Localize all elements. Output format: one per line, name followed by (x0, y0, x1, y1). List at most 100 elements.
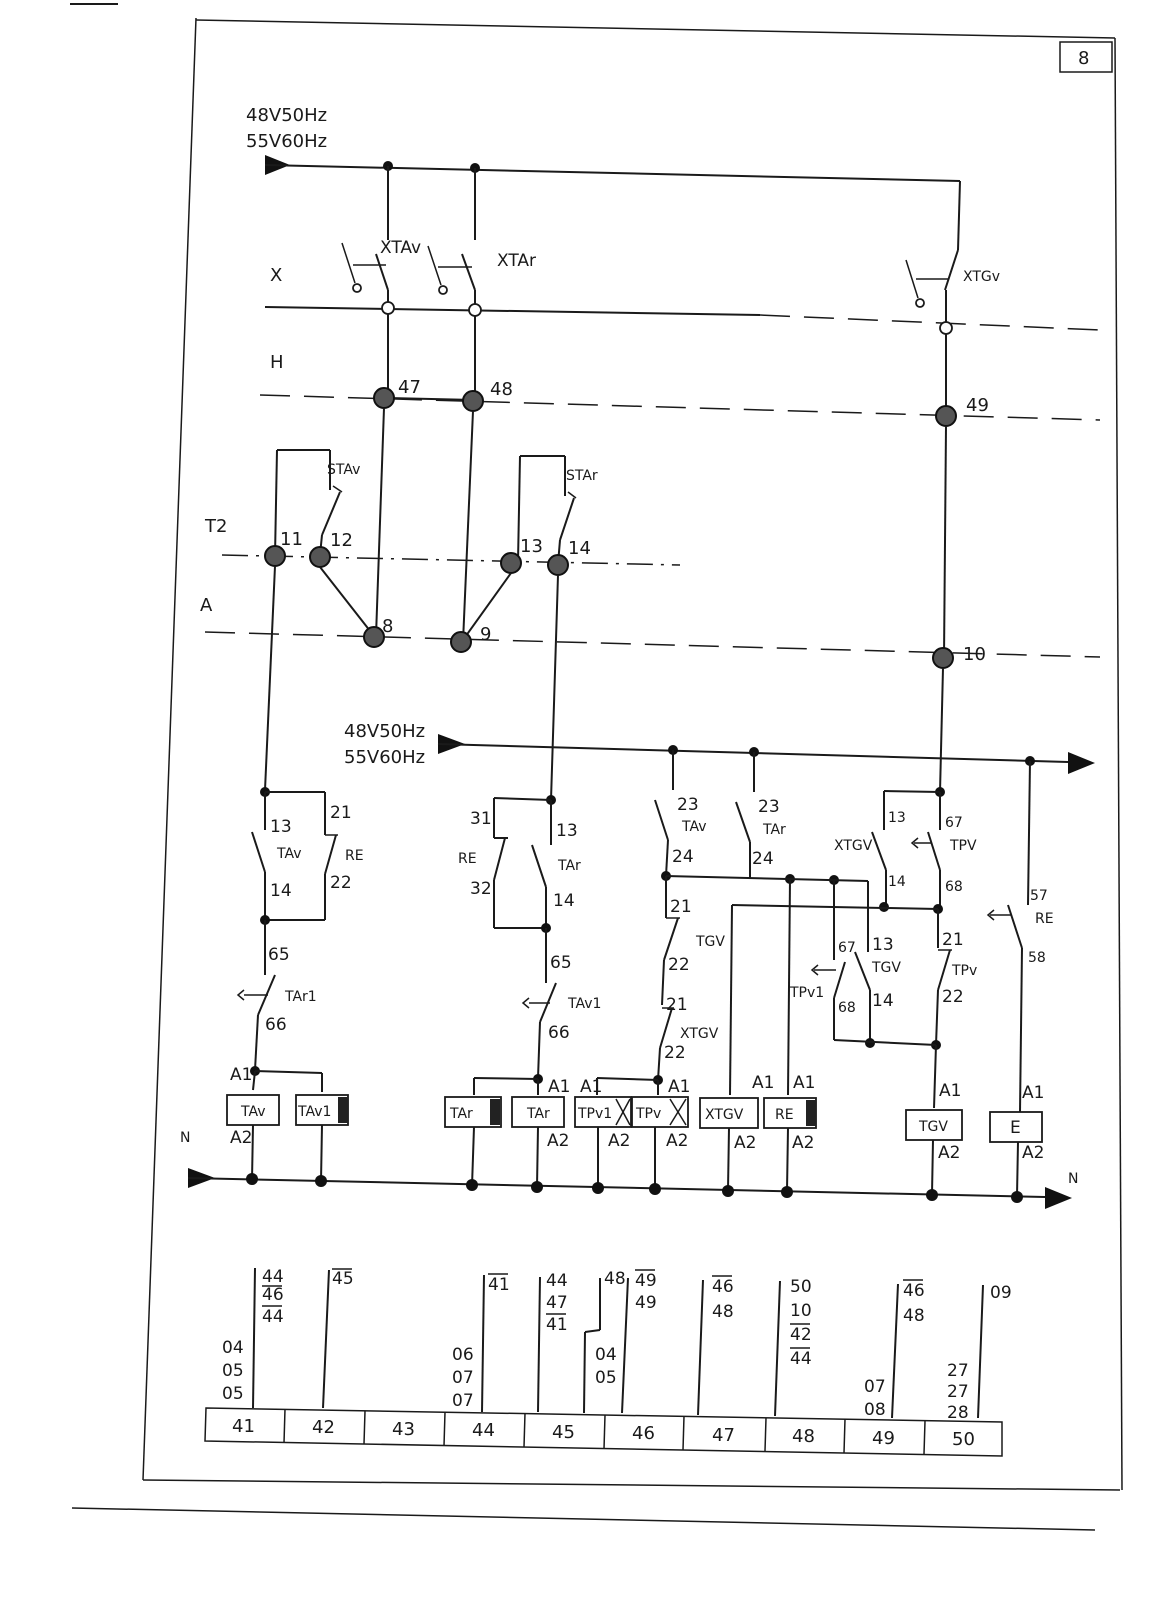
re-label-3: RE (1035, 911, 1054, 927)
column-47: 47 (712, 1425, 735, 1446)
ref-41-left-1: 05 (222, 1361, 244, 1381)
coil-re-a2: A2 (792, 1133, 814, 1153)
ref-41-right-2: 44 (262, 1307, 284, 1327)
switch-star: STAr (517, 455, 598, 565)
tav-23: 23 (677, 795, 699, 815)
ref-41-right-0: 44 (262, 1267, 284, 1287)
column-41: 41 (232, 1416, 255, 1437)
tpv-21: 21 (942, 930, 964, 950)
tpv-label-2: TPv (951, 963, 977, 979)
coil-tar-a1: A1 (548, 1077, 570, 1097)
column-44: 44 (472, 1420, 495, 1441)
ref-44-left-1: 07 (452, 1368, 474, 1388)
neutral-arrow-right-icon (1045, 1187, 1072, 1209)
tav1-66: 66 (548, 1023, 570, 1043)
ref-42-right-0: 45 (332, 1269, 354, 1289)
tav1-label: TAv1 (567, 996, 601, 1012)
tar-14: 14 (553, 891, 575, 911)
rail-h-label: H (270, 352, 284, 373)
reference-labels: 04 05 05 44 46 44 45 06 07 07 41 44 47 4… (222, 1267, 1012, 1423)
terminal-49: 49 (966, 395, 989, 416)
ref-49-right-1: 48 (903, 1306, 925, 1326)
tav-14: 14 (270, 881, 292, 901)
coil-re: RE A1 A2 (763, 1073, 817, 1192)
coil-tar-delayed: TAr (444, 1096, 502, 1187)
ref-46-top: 48 (604, 1269, 626, 1289)
coil-tar-name: TAr (526, 1106, 550, 1122)
terminal-13: 13 (520, 536, 543, 557)
top-supply: 48V50Hz 55V60Hz (246, 105, 961, 251)
xtgv-14: 14 (888, 874, 906, 890)
coil-tpv1: TPv1 A1 A2 (574, 1077, 632, 1188)
coil-tav1: TAv1 (295, 1094, 349, 1182)
mid-supply-label-2: 55V60Hz (344, 747, 425, 768)
ref-46-right-0: 49 (635, 1271, 657, 1291)
coil-e-a1: A1 (1022, 1083, 1044, 1103)
coil-re-a1: A1 (793, 1073, 815, 1093)
ref-48-right-1: 10 (790, 1301, 812, 1321)
ref-44-left-2: 07 (452, 1391, 474, 1411)
feed-wires (264, 565, 944, 801)
contact-group-2: 31 RE 32 13 TAr 14 65 TAv1 66 (458, 795, 601, 1095)
coil-tpv1-name: TPv1 (577, 1106, 612, 1122)
switch-xtgv: XTGv (905, 249, 1000, 335)
coil-tar-a2: A2 (547, 1131, 569, 1151)
coil-re-name: RE (775, 1107, 794, 1123)
xtgv-13: 13 (888, 810, 906, 826)
column-42: 42 (312, 1417, 335, 1438)
xtgv-21: 21 (666, 995, 688, 1015)
column-strip: 41 42 43 44 45 46 47 48 49 50 (204, 1407, 1003, 1457)
coil-tpv1-a2: A2 (608, 1131, 630, 1151)
coil-xtgv-a2: A2 (734, 1133, 756, 1153)
tpv1-label: TPv1 (789, 985, 824, 1001)
h-terminals: 47 48 49 (373, 314, 989, 427)
reference-lines (252, 1267, 984, 1419)
ref-50-left-0: 27 (947, 1361, 969, 1381)
coil-tpv1-a1: A1 (580, 1077, 602, 1097)
contact-group-5: 57 RE 58 (986, 760, 1054, 1113)
re-57: 57 (1030, 888, 1048, 904)
coil-e: E A1 A2 (989, 1083, 1044, 1197)
ref-48-right-0: 50 (790, 1277, 812, 1297)
coil-tgv-a1: A1 (939, 1081, 961, 1101)
coil-tav-a1: A1 (230, 1065, 252, 1085)
terminal-9: 9 (480, 624, 491, 645)
ref-48-right-3: 44 (790, 1349, 812, 1369)
tar-label-2: TAr (762, 822, 786, 838)
ref-50-left-1: 27 (947, 1382, 969, 1402)
tar-23: 23 (758, 797, 780, 817)
tgv-label-1: TGV (695, 934, 725, 950)
coil-tar: TAr A1 A2 (511, 1077, 570, 1188)
contact-group-3: 23 TAv 24 23 TAr 24 21 TGV 22 21 XTGV 22 (596, 750, 869, 1095)
terminal-11: 11 (280, 529, 303, 550)
ref-49-left-0: 07 (864, 1377, 886, 1397)
re-22: 22 (330, 873, 352, 893)
ref-49-left-1: 08 (864, 1400, 886, 1420)
tpv-label-1: TPV (949, 838, 977, 854)
stav-label: STAv (327, 462, 360, 478)
column-45: 45 (552, 1422, 575, 1443)
tav-label-2: TAv (681, 819, 707, 835)
t2-terminals: 11 12 13 14 (264, 529, 591, 576)
coil-tpv: TPv A1 A2 (631, 1077, 690, 1189)
tav-13: 13 (270, 817, 292, 837)
re-32: 32 (470, 879, 492, 899)
coil-tgv-a2: A2 (938, 1143, 960, 1163)
coil-tav-a2: A2 (230, 1128, 252, 1148)
coil-e-name: E (1010, 1118, 1021, 1138)
ref-48-right-2: 42 (790, 1325, 812, 1345)
column-48: 48 (792, 1426, 815, 1447)
neutral-label-left: N (180, 1130, 190, 1146)
tpv1-68: 68 (838, 1000, 856, 1016)
ref-50-left-2: 28 (947, 1403, 969, 1423)
re-31: 31 (470, 809, 492, 829)
tgv-21: 21 (670, 897, 692, 917)
tar-13: 13 (556, 821, 578, 841)
xtgv-label-2: XTGV (834, 838, 873, 854)
coil-tar-delayed-name: TAr (449, 1106, 473, 1122)
page-number: 8 (1078, 48, 1089, 69)
terminal-10: 10 (963, 644, 986, 665)
mid-supply-label-1: 48V50Hz (344, 721, 425, 742)
xtgv-label-1: XTGV (680, 1026, 719, 1042)
rail-x-label: X (270, 265, 282, 286)
